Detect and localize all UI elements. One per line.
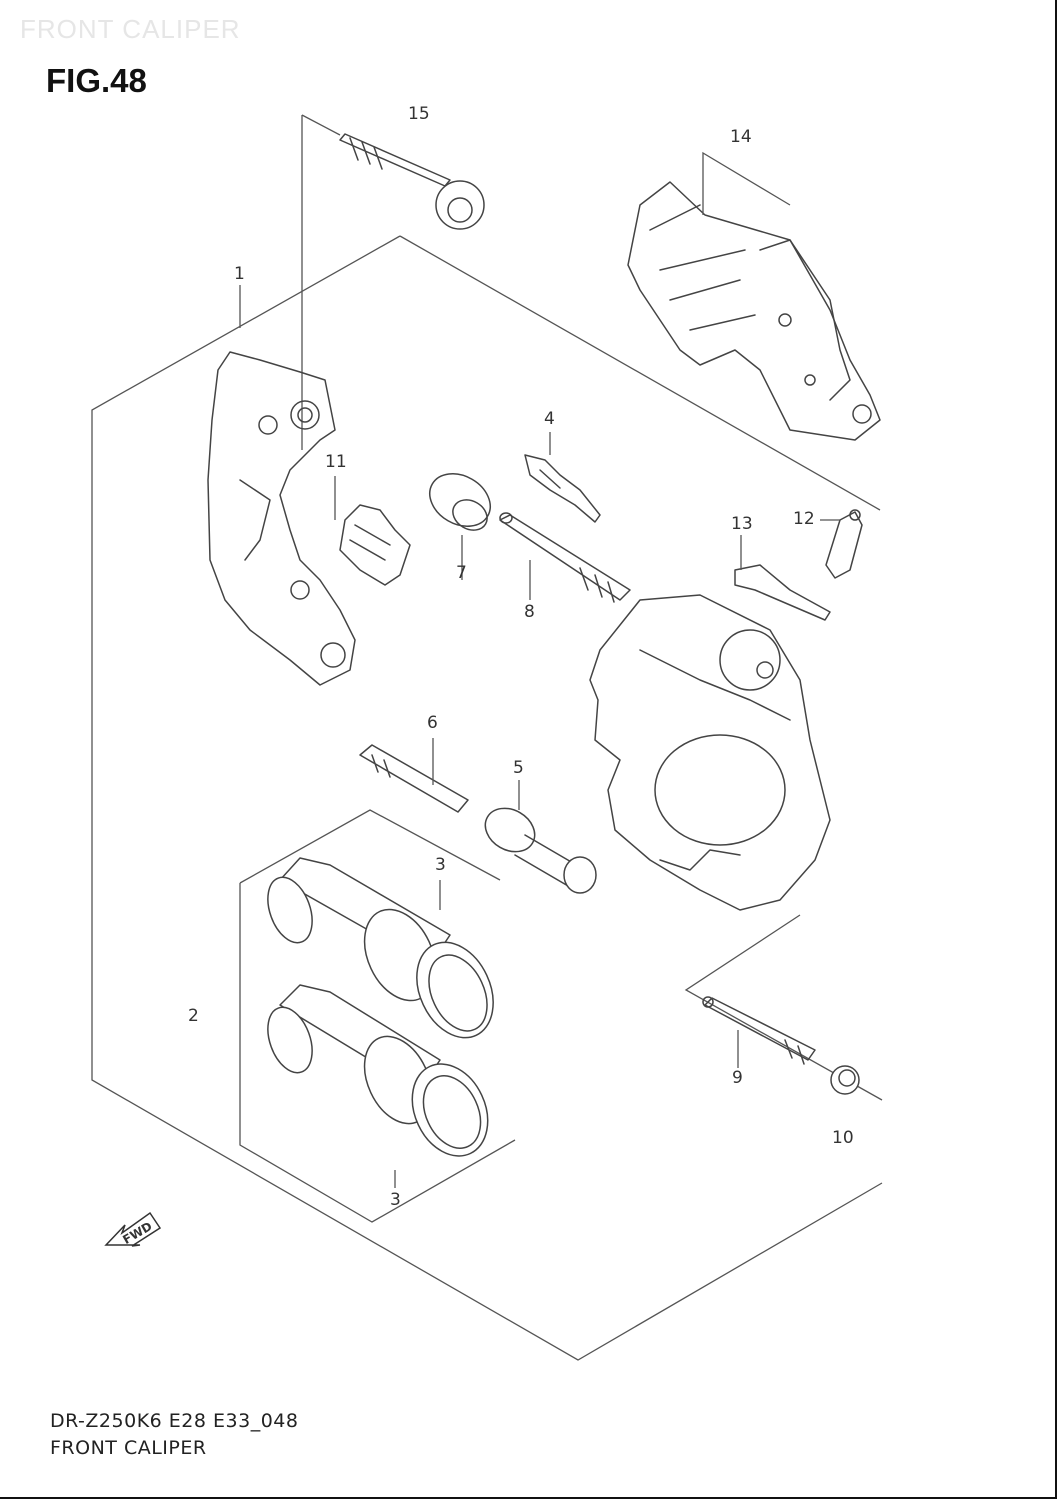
pad-spring-13-part [734,564,831,621]
bolt-boundary [684,914,883,1101]
brake-pad-14-part [627,181,881,441]
callout-3-upper: 3 [435,855,446,875]
piston-group-boundary [239,883,516,1223]
assembly-boundary-upper [399,235,881,511]
assembly-boundary [91,235,883,1361]
callout-2: 2 [188,1006,199,1026]
boot-7-part [429,473,491,531]
footer-section-name: FRONT CALIPER [50,1437,207,1459]
cap-10-part [830,1065,860,1095]
callout-6: 6 [427,713,438,733]
leader-15 [301,114,341,136]
watermark-text: FRONT CALIPER [20,14,241,44]
callout-11: 11 [325,452,347,472]
pad-spring-11-part [339,504,411,586]
bolt-15-part [339,133,485,230]
callout-5: 5 [513,758,524,778]
bolt-9-part [702,996,816,1065]
pin-6-part [359,744,469,813]
callout-14: 14 [730,127,752,147]
fwd-arrow-icon: FWD [104,1211,162,1247]
figure-title: FIG.48 [46,62,147,99]
callout-9: 9 [732,1068,743,1088]
callout-4: 4 [544,409,555,429]
boot-5-part [484,807,597,894]
callout-12: 12 [793,509,815,529]
callout-8: 8 [524,602,535,622]
piston-group-boundary-top [239,809,501,884]
callout-3-lower: 3 [390,1190,401,1210]
slide-pin-8-part [499,512,631,603]
piston-lower-part [267,984,489,1157]
footer-model-code: DR-Z250K6 E28 E33_048 [50,1410,299,1432]
bleeder-valve-12-part [825,509,863,579]
piston-upper-part [267,857,494,1039]
callout-1: 1 [234,264,245,284]
clip-4-part [524,454,601,523]
caliper-bracket-1-part [207,351,356,686]
caliper-body-part [589,594,831,911]
callout-7: 7 [456,563,467,583]
callout-13: 13 [731,514,753,534]
callout-15: 15 [408,104,430,124]
leader-14 [702,151,791,215]
callout-10: 10 [832,1128,854,1148]
